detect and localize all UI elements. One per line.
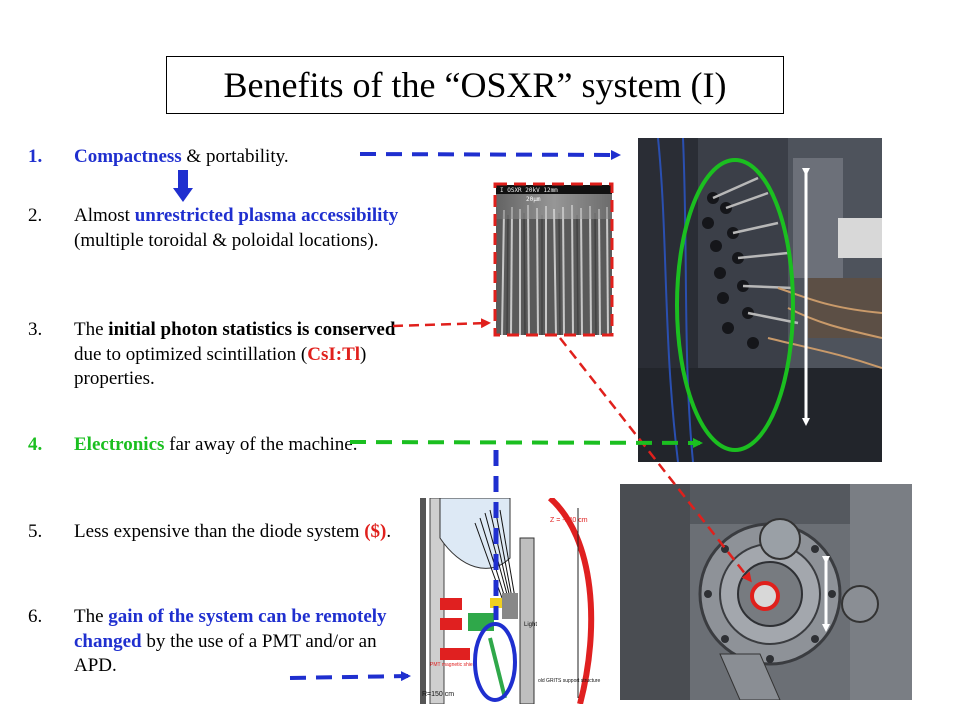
item-text-segment: initial photon statistics is conserved — [108, 319, 396, 340]
item-number: 3. — [28, 319, 43, 340]
item-text: The initial photon statistics is conserv… — [74, 318, 408, 392]
item-text-segment: Electronics — [74, 434, 165, 455]
sem-label: I OSXR 20kV 12mm — [500, 187, 558, 194]
z-label: Z = -340 cm — [550, 517, 588, 524]
item-number: 2. — [28, 205, 43, 226]
item-text-segment: due to optimized scintillation ( — [74, 343, 308, 365]
slide-title: Benefits of the “OSXR” system (I) — [223, 65, 727, 105]
pmt-label: PMT magnetic shield — [430, 662, 477, 668]
item-text: Electronics far away of the machine. — [74, 433, 408, 458]
r-label: R=150 cm — [422, 691, 454, 698]
ports-label: old GRITS support structure — [538, 678, 600, 684]
item-number: 1. — [28, 146, 43, 167]
item-text: The gain of the system can be remotely c… — [74, 605, 408, 679]
item-text-segment: & portability. — [181, 146, 289, 167]
item-text-segment: gain of the system can be remotely chang… — [74, 606, 387, 652]
item-text: Compactness & portability. — [74, 145, 408, 170]
sem-scale: 20μm — [526, 196, 541, 203]
item-text-segment: far away of the machine. — [164, 434, 358, 455]
sem-micrograph-image: I OSXR 20kV 12mm 20μm — [496, 185, 612, 335]
vacuum-port-photo — [620, 484, 912, 700]
down-arrow-head — [173, 188, 193, 202]
item-number: 6. — [28, 606, 43, 627]
item-text-segment: The — [74, 606, 109, 627]
tokamak-diagram: Z = -340 cm R=150 cm PMT magnetic shield… — [420, 498, 616, 704]
item-text-segment: Almost — [74, 205, 135, 226]
item-text: Almost unrestricted plasma accessibility… — [74, 204, 408, 253]
item-text-segment: Less expensive than the diode system — [74, 521, 365, 542]
title-box: Benefits of the “OSXR” system (I) — [166, 56, 784, 114]
item-text-segment: (multiple toroidal & poloidal locations)… — [74, 229, 379, 251]
detector-array-photo — [638, 138, 882, 462]
item-number: 4. — [28, 434, 43, 455]
item-number: 5. — [28, 521, 43, 542]
item-text-segment: Compactness — [74, 146, 182, 167]
item-text-segment: unrestricted plasma accessibility — [134, 205, 399, 226]
item-text-segment: ) properties. — [74, 343, 367, 390]
item-text-segment: . — [386, 521, 392, 542]
item-text-segment: ($) — [364, 521, 387, 542]
item-text: Less expensive than the diode system ($)… — [74, 520, 408, 545]
item-text-segment: by the use of a PMT and/or an APD. — [74, 630, 377, 677]
item-text-segment: The — [74, 319, 109, 340]
light-label: Light — [524, 622, 537, 628]
item-text-segment: CsI:Tl — [307, 343, 361, 365]
down-arrow-shaft — [178, 170, 188, 190]
